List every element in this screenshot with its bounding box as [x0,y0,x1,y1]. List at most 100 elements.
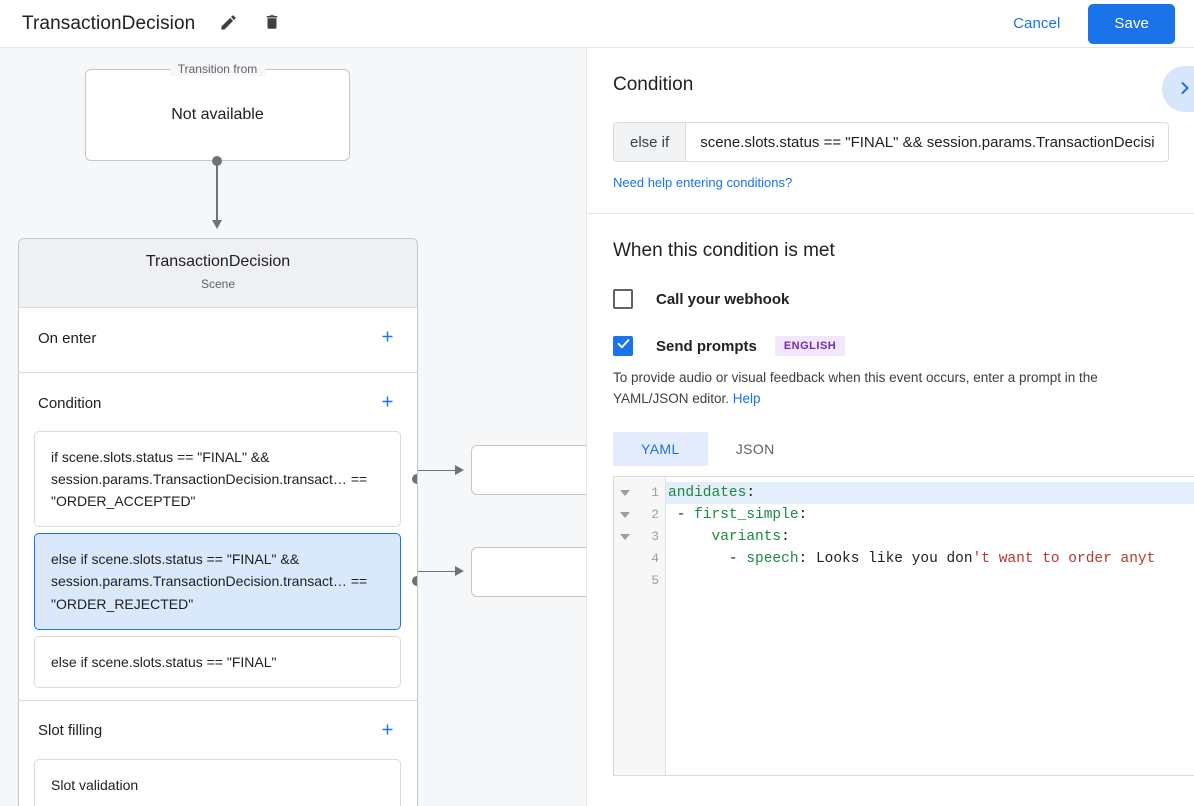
code-token: variants [711,528,782,545]
add-on-enter-button[interactable] [373,324,401,352]
section-slot-filling: Slot filling Slot validation [19,701,417,806]
condition-node-dot [412,474,417,485]
tab-json[interactable]: JSON [708,432,803,466]
fold-arrow-icon[interactable] [620,533,630,540]
editor-line-number: 1 [614,482,665,504]
delete-button[interactable] [257,9,287,39]
pencil-icon [219,13,238,35]
panel-body: When this condition is met Call your web… [587,214,1194,776]
section-condition: Condition if scene.slots.status == "FINA… [19,373,417,701]
connector-dot [212,156,222,166]
detail-panel: Condition else if Need help entering con… [586,48,1194,806]
send-prompts-row: Send prompts ENGLISH [613,336,1168,356]
section-head-slot-filling: Slot filling [19,701,417,753]
help-link[interactable]: Help [732,390,761,406]
expand-panel-button[interactable] [1162,66,1194,112]
editor-code-line [666,570,1194,592]
check-icon [616,336,631,356]
editor-line-number: 2 [614,504,665,526]
edit-name-button[interactable] [213,9,243,39]
condition-item-text: if scene.slots.status == "FINAL" && sess… [51,449,368,510]
condition-help-link[interactable]: Need help entering conditions? [613,175,793,190]
condition-node-dot [412,576,417,587]
section-title-condition: Condition [38,394,102,412]
scene-name: TransactionDecision [145,253,291,270]
slot-validation-text: Slot validation [51,776,139,793]
scene-card: Transition to TransactionDecision Scene … [18,238,418,806]
condition-input[interactable] [686,123,1168,161]
cancel-button[interactable]: Cancel [995,7,1078,40]
flow-canvas[interactable]: Transition from Not available Transition… [0,48,586,806]
app-header: TransactionDecision Cancel Save [0,0,1194,48]
prompts-description: To provide audio or visual feedback when… [613,368,1168,410]
panel-title: Condition [613,74,694,95]
editor-code-area[interactable]: andidates: - first_simple: variants: - s… [666,477,1194,775]
editor-code-line: - first_simple: [666,504,1194,526]
condition-field-row: else if [613,122,1169,162]
edge-line-rejected [400,571,462,572]
prompts-description-text: To provide audio or visual feedback when… [613,370,1098,406]
code-token: - [668,550,747,567]
tab-yaml[interactable]: YAML [613,431,708,466]
connector-arrow-icon [212,220,222,229]
plus-icon [379,392,396,414]
code-token: : [746,484,756,501]
editor-code-line: - speech: Looks like you don't want to o… [666,548,1194,570]
save-button[interactable]: Save [1088,3,1175,44]
section-title-slot-filling: Slot filling [38,722,103,740]
webhook-row: Call your webhook [613,289,1168,309]
when-condition-met-title: When this condition is met [613,240,835,261]
transition-from-legend: Transition from [169,62,266,76]
plus-icon [379,327,396,349]
editor-line-number: 3 [614,526,665,548]
target-node-rejected[interactable] [471,547,586,597]
panel-header: Condition else if Need help entering con… [587,48,1194,214]
code-token: andidates [668,484,747,501]
connector-line [216,162,218,224]
call-webhook-checkbox[interactable] [613,289,633,309]
editor-line-number: 5 [651,573,659,589]
fold-arrow-icon[interactable] [620,489,630,496]
section-on-enter: On enter [19,308,417,373]
add-slot-filling-button[interactable] [373,717,401,745]
code-token: - [668,506,695,523]
code-token: first_simple [694,506,799,523]
code-token: : [798,550,816,567]
call-webhook-label: Call your webhook [656,290,790,308]
transition-connector [212,156,222,230]
condition-prefix-label: else if [614,123,687,161]
section-head-condition: Condition [19,373,417,425]
slot-validation-item[interactable]: Slot validation [34,758,401,806]
code-token: speech [746,550,799,567]
scene-type: Scene [200,277,236,291]
code-token [668,529,712,545]
header-actions: Cancel Save [995,3,1194,44]
code-token: 't want to order anyt [972,550,1156,567]
transition-from-box: Transition from Not available [85,62,350,161]
page-title: TransactionDecision [22,12,196,34]
target-node-accepted[interactable] [471,445,586,495]
chevron-right-icon [1175,78,1194,101]
condition-item-rejected[interactable]: else if scene.slots.status == "FINAL" &&… [34,533,417,630]
fold-arrow-icon[interactable] [620,511,630,518]
language-badge: ENGLISH [774,336,846,356]
add-condition-button[interactable] [373,389,401,417]
code-token: Looks like you don [815,550,973,567]
condition-item-text: else if scene.slots.status == "FINAL" &&… [51,551,368,612]
send-prompts-checkbox[interactable] [613,336,633,356]
panel-divider [587,213,1194,214]
condition-item-final[interactable]: else if scene.slots.status == "FINAL" [34,635,401,688]
scene-header[interactable]: TransactionDecision Scene [19,239,417,308]
section-head-on-enter: On enter [19,308,417,360]
condition-item-accepted[interactable]: if scene.slots.status == "FINAL" && sess… [34,431,417,528]
send-prompts-label: Send prompts [656,337,757,355]
code-token: : [781,528,790,545]
edge-arrow-accepted-icon [455,465,464,475]
code-token: : [798,506,808,523]
condition-item-text: else if scene.slots.status == "FINAL" [51,653,277,670]
edge-line-accepted [400,470,462,471]
editor-format-tabs: YAML JSON [613,431,1168,466]
